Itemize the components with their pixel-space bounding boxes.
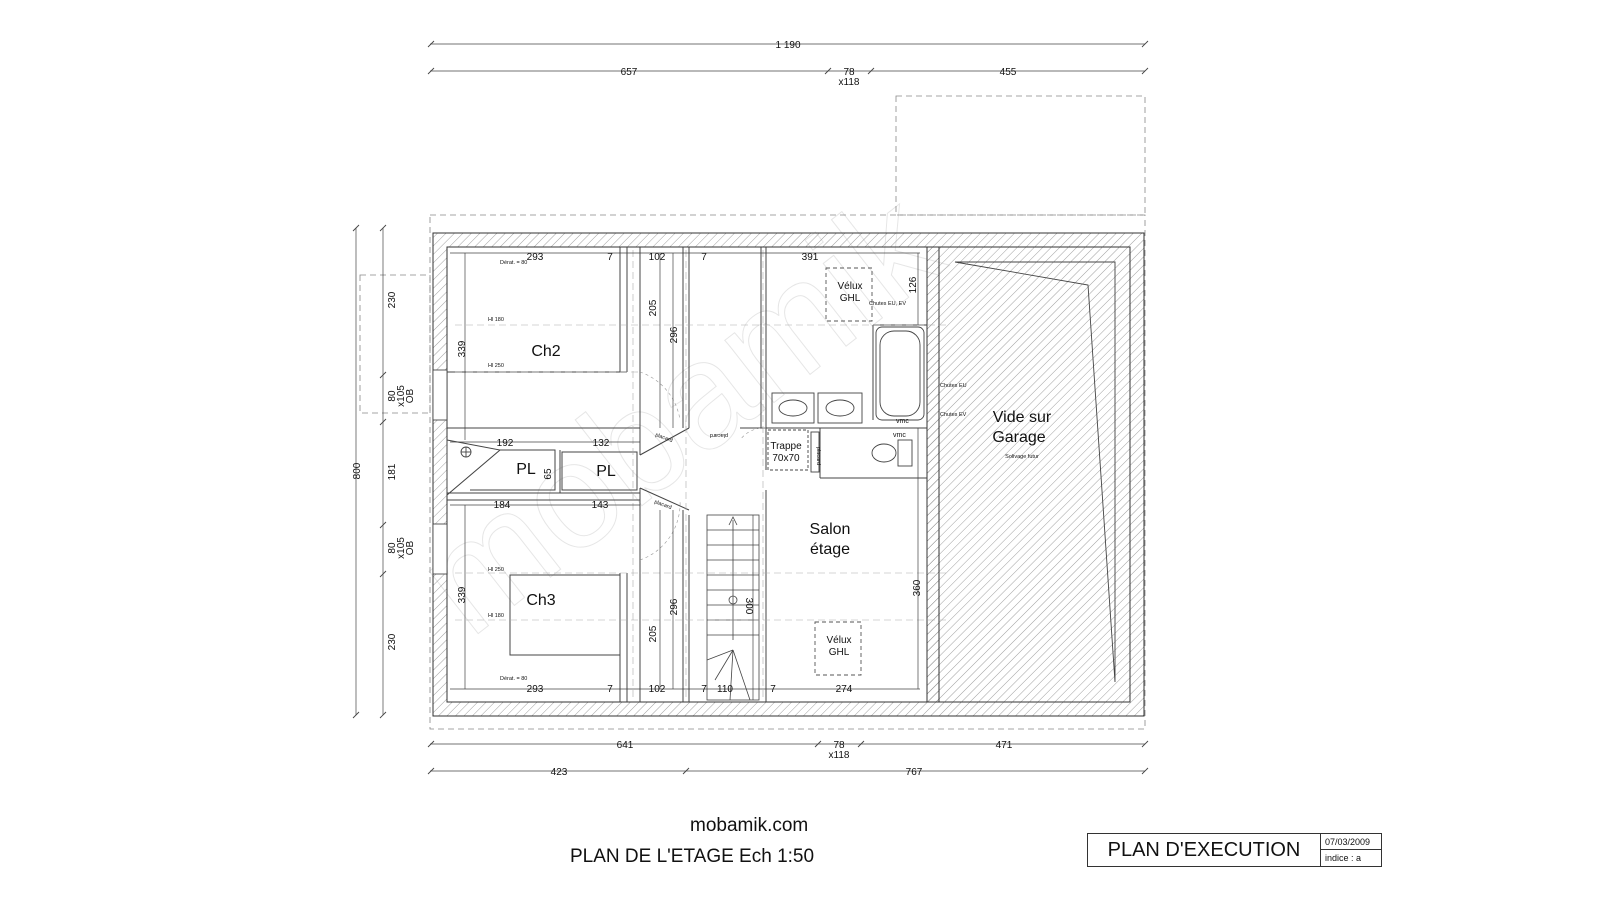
title-block-date: 07/03/2009 xyxy=(1321,834,1381,850)
room-vide-note: Solivage futur xyxy=(1005,454,1039,460)
velux-top-label-2: GHL xyxy=(840,293,861,304)
top-dimensions: 1 190 657 78 x118 455 xyxy=(621,40,1017,88)
velux-bot-label-1: Vélux xyxy=(826,635,851,646)
dim-left-upper: 230 xyxy=(387,291,398,308)
note-hl250-bot: Hl 250 xyxy=(488,567,504,573)
note-vmc-2: vmc xyxy=(893,432,906,439)
dim-inner-top-4: 7 xyxy=(701,252,707,263)
dim-window-bot-b: x105 xyxy=(396,537,407,559)
dim-inner-bot-2: 7 xyxy=(607,684,613,695)
title-block-index: indice : a xyxy=(1325,853,1362,863)
closets xyxy=(446,439,638,656)
title-block: PLAN D'EXECUTION 07/03/2009 indice : a xyxy=(1087,833,1382,867)
room-trappe-2: 70x70 xyxy=(772,453,800,464)
dim-bottom-right: 471 xyxy=(996,740,1013,751)
dim-top-left: 657 xyxy=(621,67,638,78)
room-pl-2: PL xyxy=(596,463,616,480)
bottom-dimensions: 641 78 x118 471 423 767 xyxy=(551,740,1013,778)
dim-inner-bot-4: 7 xyxy=(701,684,707,695)
note-placard-4: placard xyxy=(815,447,821,465)
dim-pl-top-2: 132 xyxy=(593,438,610,449)
dim-corr-top-b: 296 xyxy=(669,326,680,343)
note-vmc-1: vmc xyxy=(896,418,909,425)
dim-corr-top-a: 205 xyxy=(648,299,659,316)
dim-inner-bot-6: 7 xyxy=(770,684,776,695)
dim-total-depth: 800 xyxy=(352,462,363,479)
room-vide-1: Vide sur xyxy=(993,409,1052,426)
dim-bottom-left: 641 xyxy=(617,740,634,751)
room-ch2: Ch2 xyxy=(531,343,560,360)
door-swings xyxy=(639,371,767,561)
note-chutes-ev: Chutes EV xyxy=(940,412,967,418)
inner-dimensions: 293 7 102 7 391 293 7 102 7 110 7 274 33… xyxy=(457,252,923,695)
note-hl180-top: Hl 180 xyxy=(488,317,504,323)
technical-notes: Dérat. = 80 Dérat. = 80 Hl 180 Hl 250 Hl… xyxy=(488,260,967,682)
dim-top-middle: 78 xyxy=(843,67,855,78)
note-hl180-bot: Hl 180 xyxy=(488,613,504,619)
dim-pl-bot-1: 184 xyxy=(494,500,511,511)
dim-inner-top-1: 293 xyxy=(527,252,544,263)
dim-bottom-middle-sub: x118 xyxy=(829,750,850,761)
dim-ch3-height: 339 xyxy=(457,586,468,603)
dim-pl-height: 65 xyxy=(543,468,554,480)
dim-pl-bot-2: 143 xyxy=(592,500,609,511)
dimension-lines xyxy=(352,40,1149,775)
dim-inner-top-5: 391 xyxy=(802,252,819,263)
room-salon-2: étage xyxy=(810,541,850,558)
dim-total-width: 1 190 xyxy=(775,40,800,51)
garage-void-lines xyxy=(954,261,1116,683)
velux-bot-label-2: GHL xyxy=(829,647,850,658)
site-name: mobamik.com xyxy=(690,815,809,836)
note-hl250-top: Hl 250 xyxy=(488,363,504,369)
axis-lines xyxy=(455,250,950,700)
left-dimensions: 800 230 80 x105 OB 181 80 x105 OB 230 xyxy=(352,291,416,650)
dim-inner-bot-1: 293 xyxy=(527,684,544,695)
dim-left-middle: 181 xyxy=(387,463,398,480)
dim-inner-bot-7: 274 xyxy=(836,684,853,695)
dim-ch2-height: 339 xyxy=(457,340,468,357)
dim-corr-bot-b: 296 xyxy=(669,598,680,615)
bathroom-fixtures xyxy=(460,326,925,473)
velux-top-label-1: Vélux xyxy=(837,281,862,292)
dim-bottom-total-left: 423 xyxy=(551,767,568,778)
dim-pl-top-1: 192 xyxy=(497,438,514,449)
note-derat-top: Dérat. = 80 xyxy=(500,260,527,266)
dim-salon-height: 360 xyxy=(912,579,923,596)
note-placard-3: placard xyxy=(653,499,672,511)
note-placard-1: placard xyxy=(654,432,673,444)
room-trappe-1: Trappe xyxy=(770,441,802,452)
dim-window-top-b: x105 xyxy=(396,385,407,407)
note-chutes-eu: Chutes EU xyxy=(940,383,967,389)
dim-inner-top-3: 102 xyxy=(649,252,666,263)
dim-window-bot-a: 80 xyxy=(387,542,398,554)
room-pl-1: PL xyxy=(516,461,536,478)
room-labels: Ch2 Ch3 PL PL Salon étage Vide sur Garag… xyxy=(516,281,1052,658)
dim-inner-bot-3: 102 xyxy=(649,684,666,695)
dim-top-right: 455 xyxy=(1000,67,1017,78)
room-ch3: Ch3 xyxy=(526,592,555,609)
dim-bottom-total-right: 767 xyxy=(906,767,923,778)
dim-inner-bot-5: 110 xyxy=(717,684,733,695)
title-block-main: PLAN D'EXECUTION xyxy=(1088,834,1321,866)
dim-top-middle-sub: x118 xyxy=(839,77,860,88)
exterior-walls xyxy=(432,232,1145,717)
velux-windows xyxy=(814,267,873,676)
dim-window-bot-c: OB xyxy=(405,540,416,555)
dim-bath-height: 126 xyxy=(908,276,919,293)
note-placard-2: placard xyxy=(710,432,728,438)
room-salon-1: Salon xyxy=(810,521,851,538)
note-chutes-eu-ev: Chutes EU, EV xyxy=(869,301,906,307)
dim-window-top-a: 80 xyxy=(387,390,398,402)
dim-corr-bot-a: 205 xyxy=(648,625,659,642)
dim-inner-top-2: 7 xyxy=(607,252,613,263)
plan-title: PLAN DE L'ETAGE Ech 1:50 xyxy=(570,846,815,867)
dim-stairs-height: 300 xyxy=(743,598,754,615)
room-vide-2: Garage xyxy=(992,429,1045,446)
note-derat-bot: Dérat. = 80 xyxy=(500,676,527,682)
dim-bottom-middle: 78 xyxy=(833,740,845,751)
roof-outline xyxy=(359,95,1146,730)
dim-left-lower: 230 xyxy=(387,633,398,650)
dim-window-top-c: OB xyxy=(405,388,416,403)
